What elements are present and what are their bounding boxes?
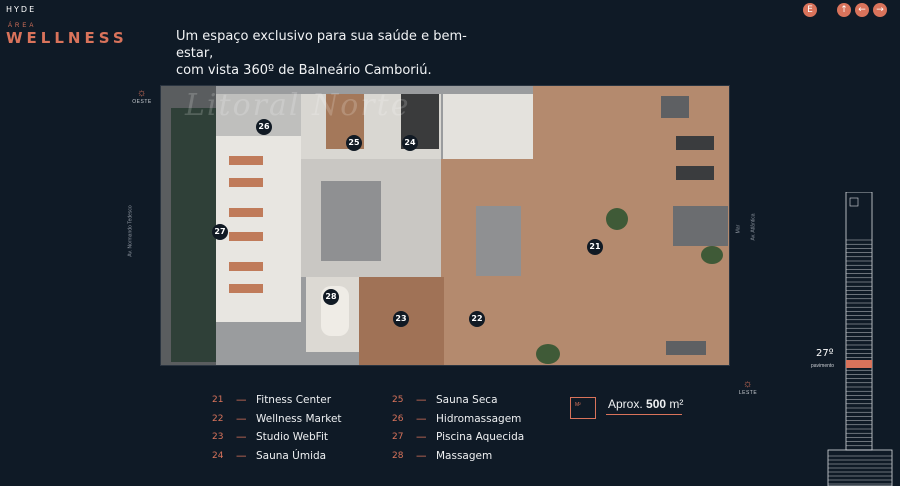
legend-column-2: 25 — Sauna Seca 26 — Hidromassagem 27 — …: [392, 391, 524, 465]
area-title: WELLNESS: [6, 29, 128, 47]
pool-area: [171, 108, 216, 362]
legend-number: 24: [212, 450, 224, 461]
current-floor-highlight: [846, 360, 872, 368]
legend-label: Sauna Seca: [436, 394, 498, 407]
legend-dash: —: [416, 449, 427, 462]
tower-svg: [827, 191, 893, 486]
legend-column-1: 21 — Fitness Center 22 — Wellness Market…: [212, 391, 342, 465]
plant: [701, 246, 723, 264]
plant: [606, 208, 628, 230]
lounger: [229, 284, 263, 293]
legend-number: 22: [212, 413, 224, 424]
floor-plan: 21 22 23 24 25 26 27 28: [160, 85, 730, 366]
legend-item: 25 — Sauna Seca: [392, 391, 524, 410]
west-label: OESTE: [132, 99, 152, 105]
legend-item: 22 — Wellness Market: [212, 410, 342, 429]
lounger: [229, 208, 263, 217]
legend-label: Massagem: [436, 449, 493, 462]
area-unit: m²: [669, 397, 684, 411]
street-label-mar: Mar: [735, 224, 742, 234]
equipment-rack: [673, 206, 728, 246]
marker-25[interactable]: 25: [346, 135, 362, 151]
compass-west: ☼ OESTE: [127, 87, 157, 106]
sun-icon: ☼: [742, 378, 754, 390]
area-prefix: Aprox.: [608, 397, 643, 411]
sun-icon: ☼: [136, 87, 148, 99]
stairwell: [321, 181, 381, 261]
legend-dash: —: [236, 449, 247, 462]
tagline-line-1: Um espaço exclusivo para sua saúde e bem…: [176, 29, 467, 61]
tower-base-lines: [828, 455, 892, 485]
tagline-line-2: com vista 360º de Balneário Camboriú.: [176, 63, 432, 78]
legend-dash: —: [236, 412, 247, 425]
legend-item: 21 — Fitness Center: [212, 391, 342, 410]
marker-27[interactable]: 27: [212, 224, 228, 240]
forward-arrow-icon[interactable]: →: [873, 3, 887, 17]
legend-item: 24 — Sauna Úmida: [212, 447, 342, 466]
legend-dash: —: [416, 431, 427, 444]
legend-number: 23: [212, 432, 224, 443]
legend-label: Sauna Úmida: [256, 449, 327, 462]
legend-number: 26: [392, 413, 404, 424]
floor-number: 27º: [816, 348, 834, 359]
floor-label: pavimento: [811, 363, 835, 369]
legend-label: Hidromassagem: [436, 412, 522, 425]
restroom-area: [443, 94, 533, 159]
marker-22[interactable]: 22: [469, 311, 485, 327]
area-underline: [606, 414, 682, 415]
legend-label: Piscina Aquecida: [436, 431, 525, 444]
legend-item: 28 — Massagem: [392, 447, 524, 466]
equipment: [666, 341, 706, 355]
marker-24[interactable]: 24: [402, 135, 418, 151]
brand-logo: HYDE: [6, 5, 37, 14]
east-label: LESTE: [738, 390, 758, 396]
treadmill: [676, 136, 714, 150]
tower-logo: [849, 197, 859, 207]
tagline: Um espaço exclusivo para sua saúde e bem…: [176, 28, 496, 79]
legend-dash: —: [236, 431, 247, 444]
tower-elevation: [826, 191, 898, 486]
marker-23[interactable]: 23: [393, 311, 409, 327]
marker-26[interactable]: 26: [256, 119, 272, 135]
lounger: [229, 156, 263, 165]
area-label: ÁREA: [8, 23, 37, 29]
plant: [536, 344, 560, 364]
elevator-core: [476, 206, 521, 276]
area-value: 500: [646, 397, 667, 411]
watermark: Litoral Norte: [185, 88, 411, 123]
lounger: [229, 232, 263, 241]
legend-label: Wellness Market: [256, 412, 342, 425]
legend-number: 27: [392, 432, 404, 443]
legend-label: Fitness Center: [256, 394, 332, 407]
area-icon: M²: [570, 397, 596, 419]
legend-number: 28: [392, 450, 404, 461]
up-arrow-icon[interactable]: ↑: [837, 3, 851, 17]
language-button[interactable]: E: [803, 3, 817, 17]
compass-east: ☼ LESTE: [733, 378, 763, 397]
legend-item: 27 — Piscina Aquecida: [392, 428, 524, 447]
area-icon-label: M²: [575, 402, 581, 408]
treadmill: [676, 166, 714, 180]
legend-dash: —: [416, 394, 427, 407]
legend-number: 21: [212, 395, 224, 406]
legend-number: 25: [392, 395, 404, 406]
lounger: [229, 262, 263, 271]
area-text: Aprox. 500 m²: [608, 397, 683, 411]
tower-outline: [845, 191, 873, 451]
legend-dash: —: [236, 394, 247, 407]
marker-28[interactable]: 28: [323, 289, 339, 305]
street-label-right: Av. Atlântica: [750, 213, 757, 241]
legend-dash: —: [416, 412, 427, 425]
tower-floors: [846, 239, 872, 451]
legend-item: 26 — Hidromassagem: [392, 410, 524, 429]
equipment: [661, 96, 689, 118]
legend-label: Studio WebFit: [256, 431, 328, 444]
legend-item: 23 — Studio WebFit: [212, 428, 342, 447]
back-arrow-icon[interactable]: ←: [855, 3, 869, 17]
marker-21[interactable]: 21: [587, 239, 603, 255]
street-label-left: Av. Normando Tedesco: [127, 205, 134, 257]
lounger: [229, 178, 263, 187]
